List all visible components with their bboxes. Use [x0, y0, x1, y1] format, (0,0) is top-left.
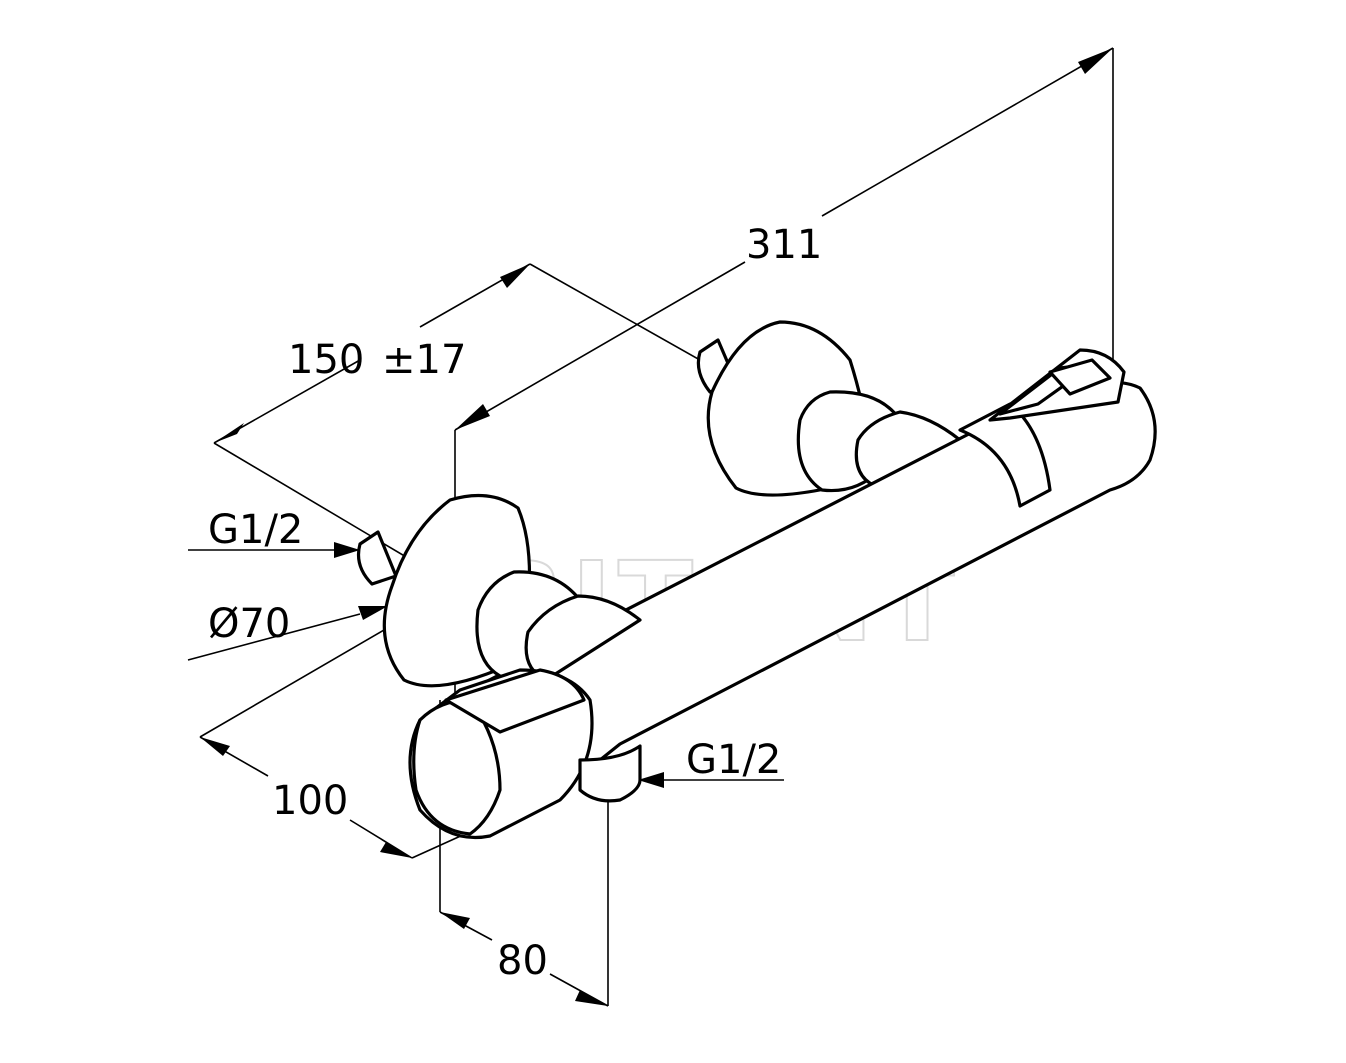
temperature-handle [988, 348, 1126, 422]
mixer-drawing [356, 320, 1157, 840]
overall-length-label: 311 [746, 222, 822, 268]
outlet-thread-label: G1/2 [686, 737, 781, 783]
outlet-nipple [578, 744, 642, 803]
inlet-thread-label: G1/2 [208, 507, 303, 553]
wall-offset-label: 100 [272, 778, 348, 824]
rear-inlet [696, 320, 962, 497]
dimension-labels: 311 150 ±17 G1/2 Ø70 100 80 G1/2 [208, 222, 822, 984]
center-tolerance-label: ±17 [382, 337, 466, 383]
front-inlet [356, 493, 642, 688]
outlet-offset-label: 80 [497, 938, 548, 984]
rosette-diameter-label: Ø70 [208, 601, 290, 647]
flow-handle [408, 668, 594, 840]
center-distance-label: 150 [288, 337, 364, 383]
